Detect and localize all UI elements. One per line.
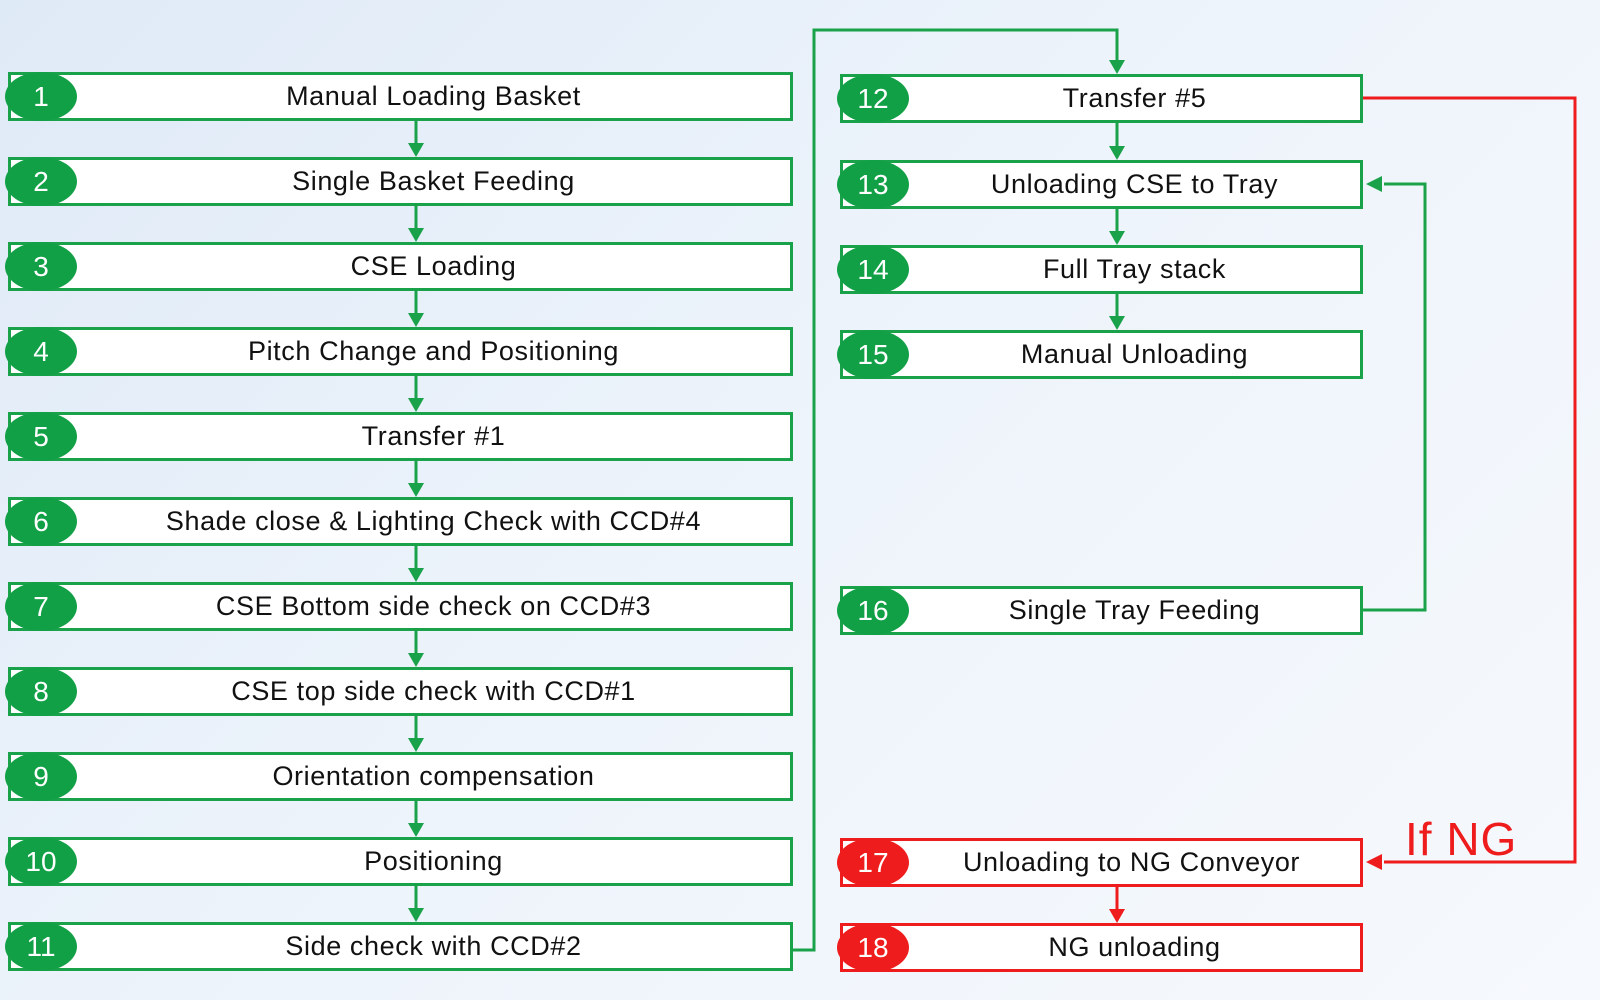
step-number: 2 <box>5 157 77 206</box>
connector-line <box>1363 96 1577 864</box>
arrow-head <box>1366 854 1382 870</box>
step-number: 16 <box>837 586 909 635</box>
arrow-head <box>408 738 424 752</box>
step-number: 8 <box>5 667 77 716</box>
arrow-head <box>408 908 424 922</box>
connector-line <box>1363 182 1427 612</box>
arrow-head <box>408 823 424 837</box>
step-1: 1 Manual Loading Basket <box>5 72 793 121</box>
step-number: 5 <box>5 412 77 461</box>
step-label: Transfer #5 <box>1062 83 1207 113</box>
step-12: 12 Transfer #5 <box>837 74 1363 123</box>
step-label: Single Tray Feeding <box>1008 595 1261 625</box>
step-number: 10 <box>5 837 77 886</box>
step-13: 13 Unloading CSE to Tray <box>837 160 1363 209</box>
step-10: 10 Positioning <box>5 837 793 886</box>
step-16: 16 Single Tray Feeding <box>837 586 1363 635</box>
arrow-head <box>1109 146 1125 160</box>
step-number: 15 <box>837 330 909 379</box>
step-11: 11 Side check with CCD#2 <box>5 922 793 971</box>
step-label: Transfer #1 <box>361 421 506 451</box>
step-2: 2 Single Basket Feeding <box>5 157 793 206</box>
step-number: 7 <box>5 582 77 631</box>
step-number: 17 <box>837 838 909 887</box>
step-label: CSE Bottom side check on CCD#3 <box>215 591 652 621</box>
step-label: Manual Unloading <box>1020 339 1249 369</box>
step-number: 1 <box>5 72 77 121</box>
arrow-head <box>408 483 424 497</box>
step-label: Unloading to NG Conveyor <box>962 847 1301 877</box>
arrow-head <box>408 653 424 667</box>
arrow-head <box>408 228 424 242</box>
step-label: CSE Loading <box>350 251 517 281</box>
arrow-head <box>1109 909 1125 923</box>
step-18: 18 NG unloading <box>837 923 1363 972</box>
step-label: Unloading CSE to Tray <box>990 169 1279 199</box>
step-15: 15 Manual Unloading <box>837 330 1363 379</box>
arrow-head <box>408 143 424 157</box>
arrow-head <box>408 568 424 582</box>
step-label: Manual Loading Basket <box>286 81 581 111</box>
step-label: Positioning <box>364 846 503 876</box>
arrow-head <box>1109 316 1125 330</box>
step-label: Full Tray stack <box>1042 254 1227 284</box>
step-7: 7 CSE Bottom side check on CCD#3 <box>5 582 793 631</box>
step-14: 14 Full Tray stack <box>837 245 1363 294</box>
ng-branch-label: If NG <box>1405 813 1518 865</box>
step-label: NG unloading <box>1048 932 1221 962</box>
step-label: Pitch Change and Positioning <box>247 336 620 366</box>
step-number: 12 <box>837 74 909 123</box>
step-number: 6 <box>5 497 77 546</box>
step-label: CSE top side check with CCD#1 <box>231 676 636 706</box>
step-number: 11 <box>5 922 77 971</box>
step-number: 18 <box>837 923 909 972</box>
step-number: 3 <box>5 242 77 291</box>
step-17: 17 Unloading to NG Conveyor <box>837 838 1363 887</box>
step-label: Shade close & Lighting Check with CCD#4 <box>165 506 702 536</box>
step-label: Single Basket Feeding <box>292 166 575 196</box>
step-8: 8 CSE top side check with CCD#1 <box>5 667 793 716</box>
step-label: Orientation compensation <box>272 761 595 791</box>
step-3: 3 CSE Loading <box>5 242 793 291</box>
step-6: 6 Shade close & Lighting Check with CCD#… <box>5 497 793 546</box>
arrow-head <box>1366 176 1382 192</box>
connector-line <box>793 28 1119 952</box>
arrow-head <box>1109 231 1125 245</box>
arrow-head <box>408 313 424 327</box>
step-number: 14 <box>837 245 909 294</box>
arrow-head <box>1109 60 1125 74</box>
step-number: 4 <box>5 327 77 376</box>
step-number: 13 <box>837 160 909 209</box>
step-5: 5 Transfer #1 <box>5 412 793 461</box>
step-9: 9 Orientation compensation <box>5 752 793 801</box>
step-4: 4 Pitch Change and Positioning <box>5 327 793 376</box>
step-label: Side check with CCD#2 <box>285 931 582 961</box>
step-number: 9 <box>5 752 77 801</box>
arrow-head <box>408 398 424 412</box>
